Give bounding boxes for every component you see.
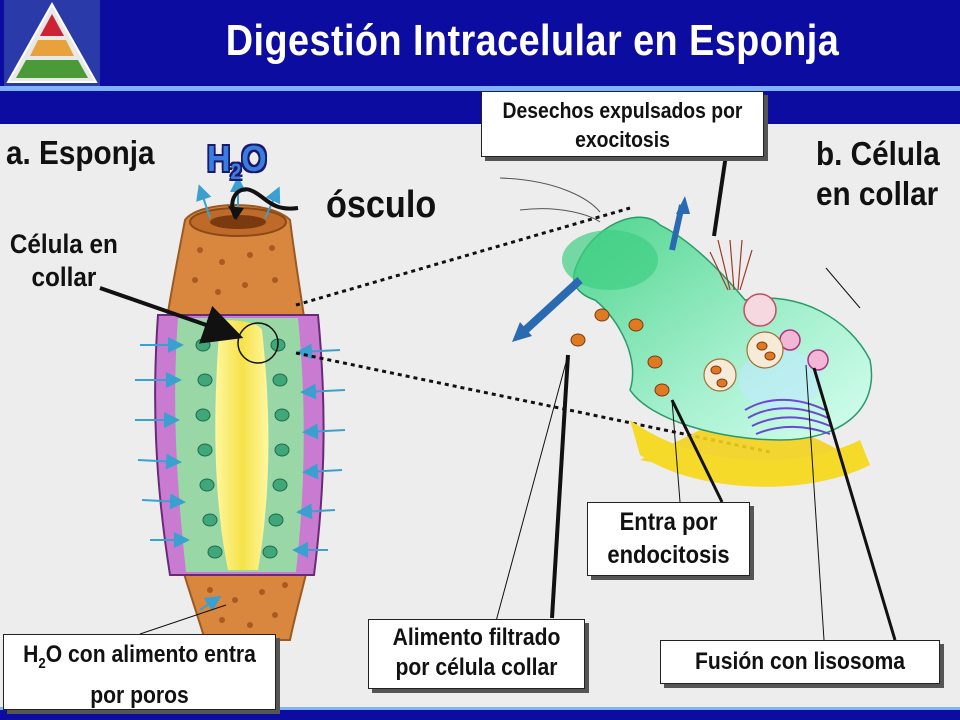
callout-alimento: Alimento filtrado por célula collar [368, 619, 585, 689]
food-pyramid-logo [4, 0, 100, 86]
label-h2o: H2O [207, 138, 267, 185]
label-esponja: a. Esponja [6, 134, 155, 171]
blue-band [0, 91, 960, 124]
label-celula-collar-b: b. Célula en collar [816, 135, 940, 212]
callout-desechos: Desechos expulsados por exocitosis [481, 91, 764, 157]
footer-line [0, 707, 960, 710]
label-osculo: ósculo [326, 184, 437, 226]
callout-fusion: Fusión con lisosoma [660, 640, 940, 684]
divider-line [0, 86, 960, 91]
page-title: Digestión Intracelular en Esponja [225, 16, 840, 65]
label-celula-collar: Célula en collar [9, 229, 118, 292]
header-bar [0, 0, 960, 86]
callout-poros: H2O con alimento entra por poros [3, 634, 276, 710]
callout-endocitosis: Entra por endocitosis [587, 502, 750, 576]
collar-cell [499, 177, 873, 441]
footer-bar [0, 710, 960, 720]
